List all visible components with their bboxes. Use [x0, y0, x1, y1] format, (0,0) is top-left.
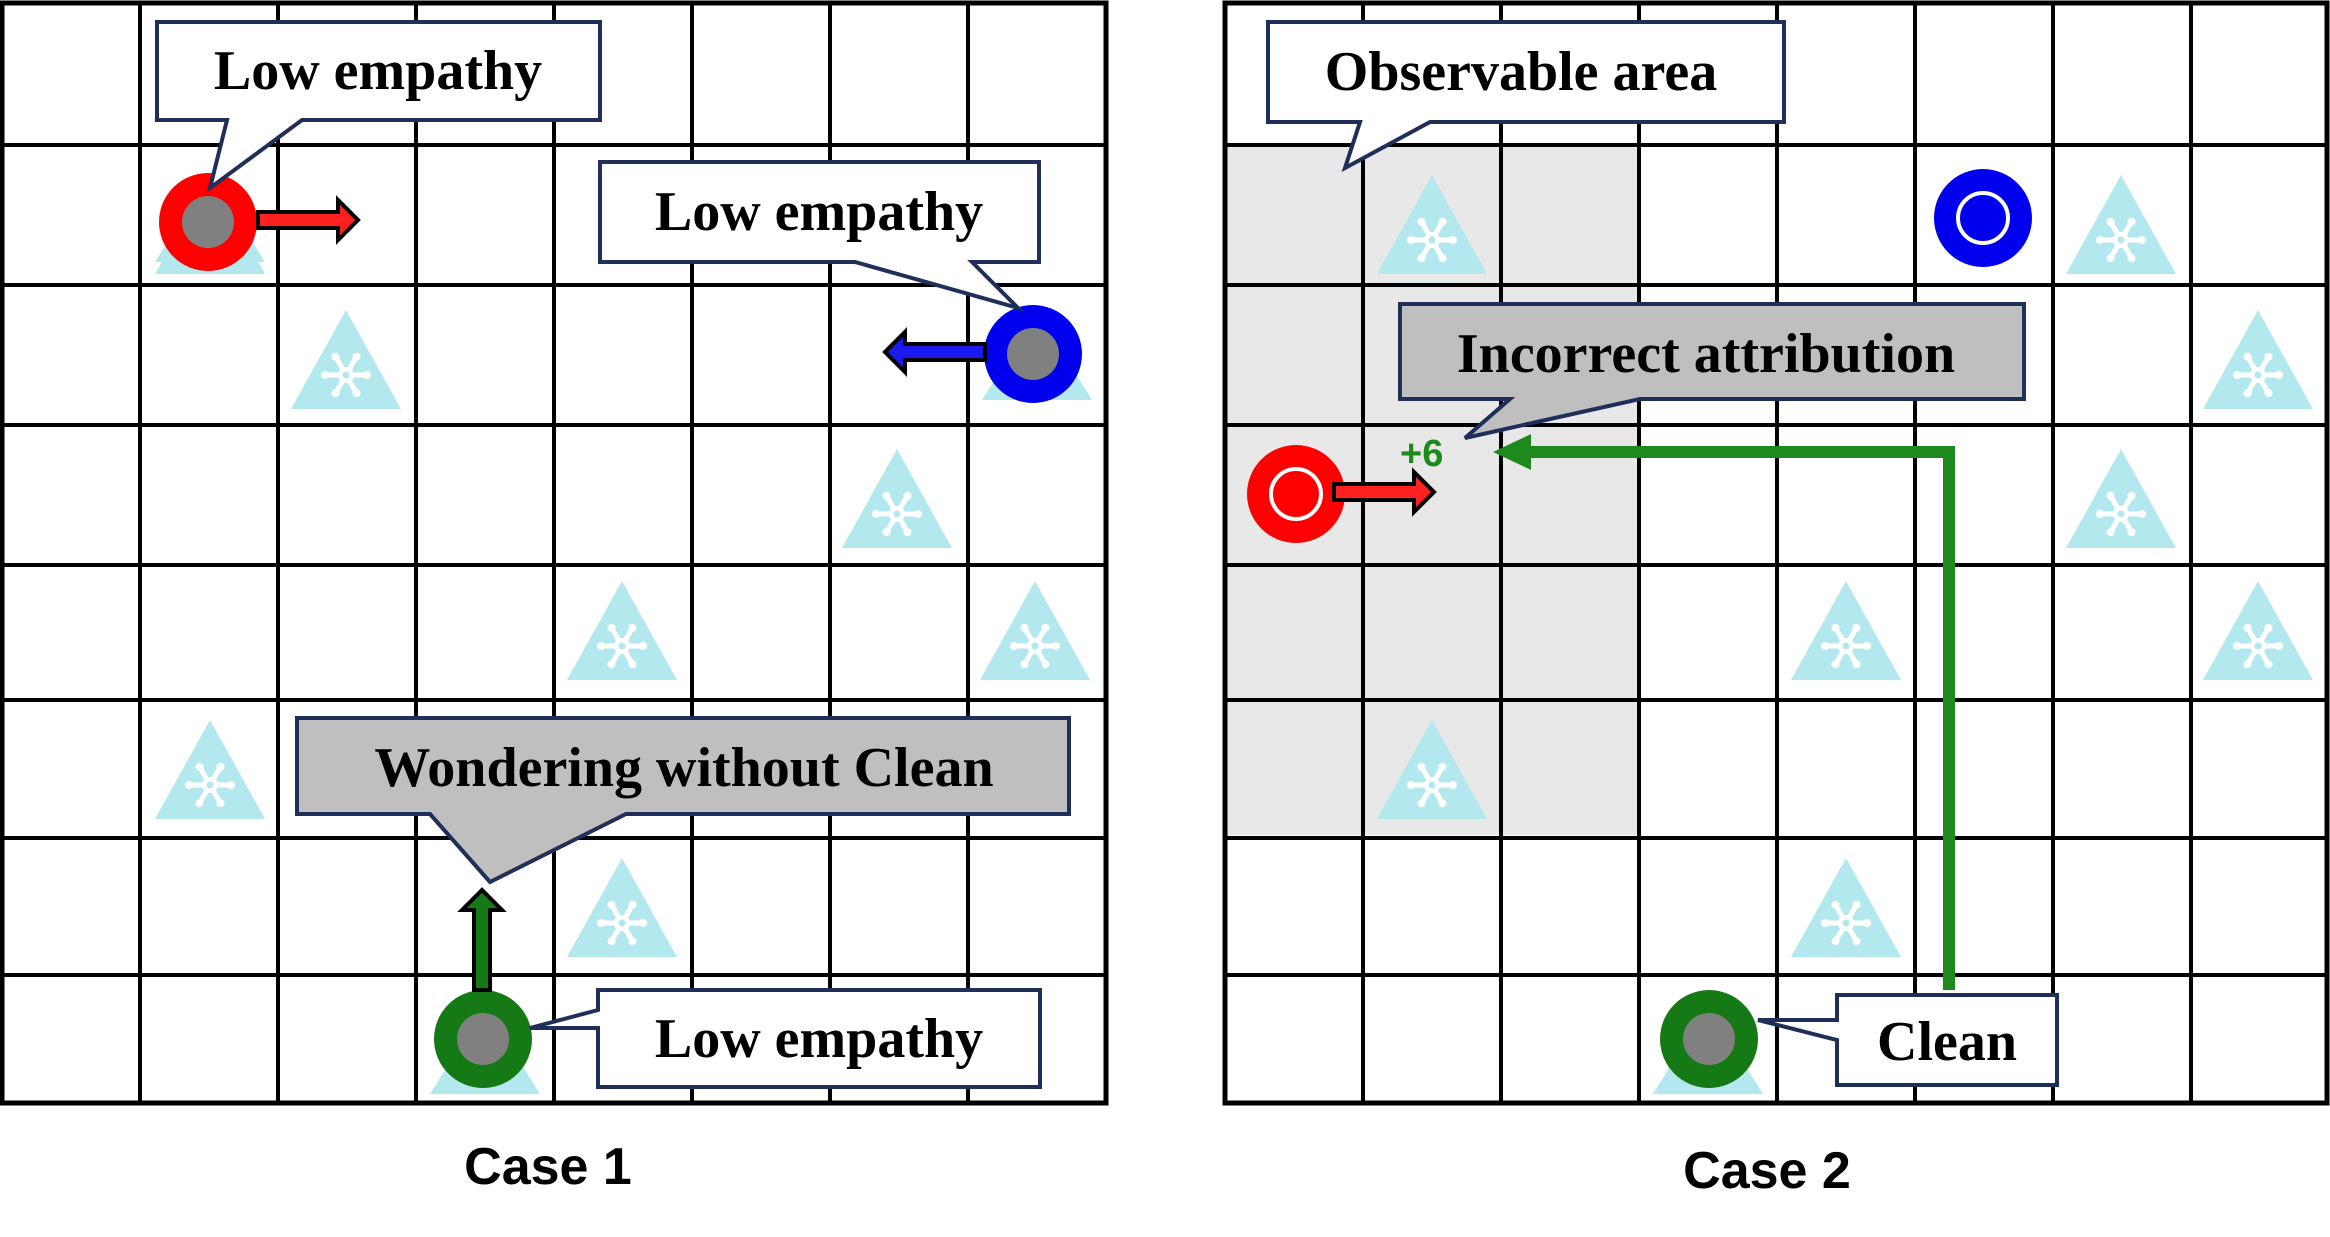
- blue-agent: [1934, 169, 2032, 267]
- svg-text:Low empathy: Low empathy: [655, 181, 983, 243]
- red-agent: [1247, 445, 1345, 543]
- direction-arrow-icon: [882, 327, 987, 377]
- svg-text:Observable area: Observable area: [1325, 41, 1717, 103]
- svg-text:Low empathy: Low empathy: [214, 40, 542, 102]
- direction-arrow-icon: [256, 195, 361, 245]
- case-2-panel: +6 Observable area Incorrect attribution…: [1222, 0, 2330, 1200]
- case-2-caption: Case 2: [1683, 1142, 1851, 1200]
- svg-text:Wondering without Clean: Wondering without Clean: [374, 737, 993, 799]
- green-agent: [1660, 990, 1758, 1088]
- snowflake-triangle-icon: [155, 720, 265, 819]
- direction-arrow-icon: [457, 887, 507, 992]
- snowflake-triangle-icon: [842, 449, 952, 548]
- green-agent: [434, 990, 532, 1088]
- snowflake-triangle-icon: [2203, 581, 2313, 680]
- callout-low-empathy-blue: Low empathy: [598, 160, 1041, 313]
- snowflake-triangle-icon: [567, 858, 677, 957]
- case-2-grid: [1222, 0, 2330, 1106]
- snowflake-triangle-icon: [2066, 175, 2176, 274]
- snowflake-triangle-icon: [1791, 858, 1901, 957]
- direction-arrow-icon: [1332, 467, 1437, 517]
- snowflake-triangle-icon: [291, 310, 401, 409]
- callout-low-empathy-red: Low empathy: [155, 20, 602, 193]
- svg-text:Incorrect attribution: Incorrect attribution: [1457, 323, 1955, 385]
- svg-text:Low empathy: Low empathy: [655, 1008, 983, 1070]
- blue-agent: [984, 305, 1082, 403]
- reward-label: +6: [1400, 433, 1443, 475]
- callout-clean: Clean: [1757, 993, 2059, 1087]
- red-agent: [159, 173, 257, 271]
- callout-low-empathy-green: Low empathy: [529, 988, 1042, 1089]
- callout-incorrect-attribution: Incorrect attribution: [1398, 302, 2026, 440]
- case-1-caption: Case 1: [464, 1138, 632, 1196]
- case-1-panel: Low empathy Low empathy Wondering withou…: [0, 0, 1109, 1196]
- snowflake-triangle-icon: [2203, 310, 2313, 409]
- snowflake-triangle-icon: [1377, 720, 1487, 819]
- snowflake-triangle-icon: [980, 581, 1090, 680]
- callout-wondering-without-clean: Wondering without Clean: [295, 716, 1071, 885]
- snowflake-triangle-icon: [1377, 175, 1487, 274]
- callout-observable-area: Observable area: [1266, 20, 1786, 173]
- snowflake-triangle-icon: [567, 581, 677, 680]
- snowflake-triangle-icon: [2066, 449, 2176, 548]
- svg-text:Clean: Clean: [1877, 1011, 2017, 1073]
- clean-path-arrow: [1493, 434, 1955, 990]
- snowflake-triangle-icon: [1791, 581, 1901, 680]
